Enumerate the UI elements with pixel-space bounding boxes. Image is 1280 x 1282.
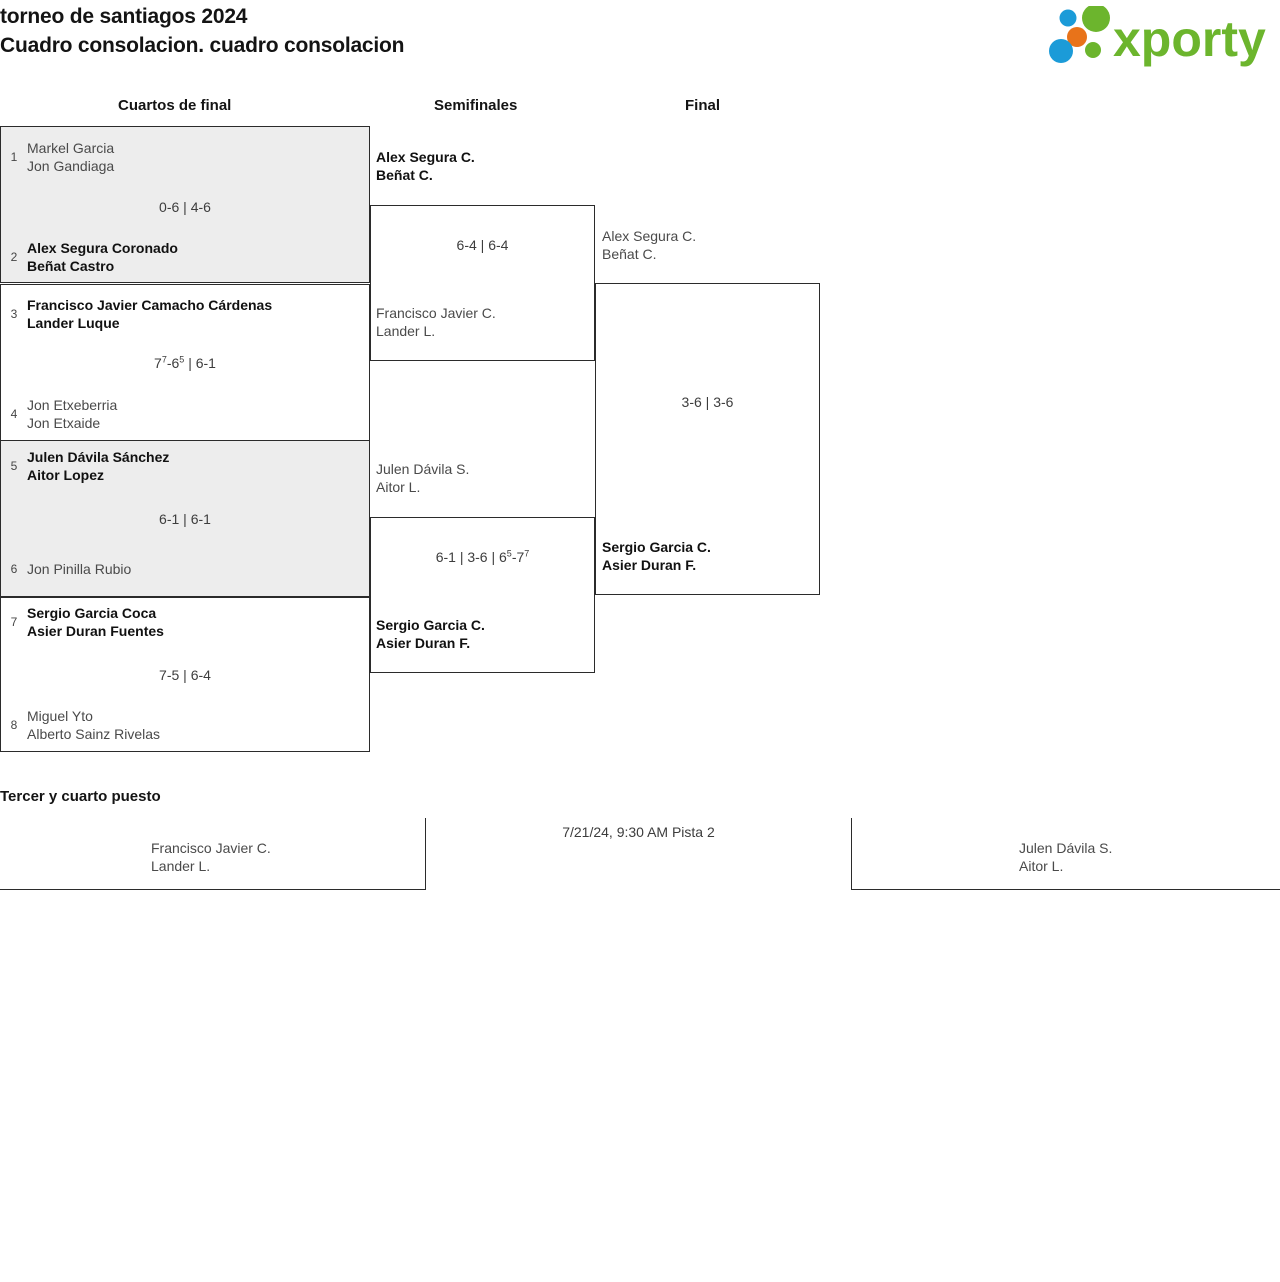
player-names: Francisco Javier C. Lander L. <box>151 840 271 874</box>
third-place-right-slot[interactable]: Julen Dávila S. Aitor L. <box>851 818 1280 890</box>
page-title: torneo de santiagos 2024 Cuadro consolac… <box>0 2 405 60</box>
round-header-semifinals: Semifinales <box>434 97 518 114</box>
player-names: Julen Dávila S. Aitor L. <box>1019 840 1113 874</box>
match-slot-top[interactable]: 3 Francisco Javier Camacho Cárdenas Land… <box>1 296 272 332</box>
seed-number: 6 <box>10 562 18 576</box>
match-score: 7-5 | 6-4 <box>159 667 211 683</box>
player-names: Markel Garcia Jon Gandiaga <box>27 140 115 174</box>
match-sf-2[interactable]: 6-1 | 3-6 | 65-77 <box>370 517 595 673</box>
seed-number: 2 <box>10 250 18 264</box>
match-qf-4[interactable]: 7 Sergio Garcia Coca Asier Duran Fuentes… <box>0 597 370 752</box>
player-names: Julen Dávila Sánchez Aitor Lopez <box>27 449 170 483</box>
third-place-left-slot[interactable]: Francisco Javier C. Lander L. <box>0 818 426 890</box>
bracket-title: Cuadro consolacion. cuadro consolacion <box>0 34 405 57</box>
match-sf-1[interactable]: 6-4 | 6-4 <box>370 205 595 361</box>
final-top-advancer: Alex Segura C. Beñat C. <box>602 228 697 262</box>
match-slot-bottom[interactable]: 8 Miguel Yto Alberto Sainz Rivelas <box>1 707 160 743</box>
seed-number: 4 <box>10 407 18 421</box>
player-names: Sergio Garcia Coca Asier Duran Fuentes <box>27 605 164 639</box>
seed-number: 8 <box>10 718 18 732</box>
sf1-top-advancer: Alex Segura C. Beñat C. <box>376 149 475 183</box>
match-score: 77-65 | 6-1 <box>154 354 216 371</box>
player-names: Jon Etxeberria Jon Etxaide <box>27 397 118 431</box>
match-score: 6-1 | 6-1 <box>159 511 211 527</box>
player-names: Miguel Yto Alberto Sainz Rivelas <box>27 708 161 742</box>
player-names: Alex Segura Coronado Beñat Castro <box>27 240 178 274</box>
tournament-title: torneo de santiagos 2024 <box>0 5 248 28</box>
match-qf-2[interactable]: 3 Francisco Javier Camacho Cárdenas Land… <box>0 284 370 441</box>
third-place-info-slot: 7/21/24, 9:30 AM Pista 2 <box>426 818 851 890</box>
final-winner: Sergio Garcia C. Asier Duran F. <box>602 539 711 573</box>
logo-dots <box>1049 6 1110 63</box>
seed-number: 5 <box>10 459 18 473</box>
sf2-top-advancer: Julen Dávila S. Aitor L. <box>376 461 470 495</box>
player-names: Francisco Javier Camacho Cárdenas Lander… <box>27 297 273 331</box>
sf1-bottom-advancer: Francisco Javier C. Lander L. <box>376 305 496 339</box>
match-qf-3[interactable]: 5 Julen Dávila Sánchez Aitor Lopez 6-1 |… <box>0 440 370 597</box>
third-place-title: Tercer y cuarto puesto <box>0 788 161 805</box>
match-score: 6-4 | 6-4 <box>456 237 509 253</box>
match-slot-top[interactable]: 7 Sergio Garcia Coca Asier Duran Fuentes <box>1 604 164 640</box>
sf2-bottom-advancer: Sergio Garcia C. Asier Duran F. <box>376 617 485 651</box>
seed-number: 7 <box>10 615 18 629</box>
logo-wordmark: xporty <box>1113 11 1266 67</box>
match-slot-bottom[interactable]: 6 Jon Pinilla Rubio <box>1 560 132 578</box>
match-score: 0-6 | 4-6 <box>159 199 211 215</box>
match-datetime-court: 7/21/24, 9:30 AM Pista 2 <box>562 824 715 840</box>
match-score: 3-6 | 3-6 <box>681 394 734 410</box>
xporty-logo[interactable]: xporty <box>1043 6 1273 68</box>
seed-number: 3 <box>10 307 18 321</box>
player-names: Jon Pinilla Rubio <box>27 561 132 577</box>
match-slot-bottom[interactable]: 2 Alex Segura Coronado Beñat Castro <box>1 239 178 275</box>
match-slot-top[interactable]: 5 Julen Dávila Sánchez Aitor Lopez <box>1 448 170 484</box>
round-header-quarterfinals: Cuartos de final <box>118 97 232 114</box>
seed-number: 1 <box>10 150 18 164</box>
match-score: 6-1 | 3-6 | 65-77 <box>435 548 530 565</box>
match-slot-bottom[interactable]: 4 Jon Etxeberria Jon Etxaide <box>1 396 118 432</box>
match-final[interactable]: 3-6 | 3-6 <box>595 283 820 595</box>
match-qf-1[interactable]: 1 Markel Garcia Jon Gandiaga 0-6 | 4-6 2… <box>0 126 370 283</box>
match-slot-top[interactable]: 1 Markel Garcia Jon Gandiaga <box>1 139 115 175</box>
round-header-final: Final <box>685 97 721 114</box>
